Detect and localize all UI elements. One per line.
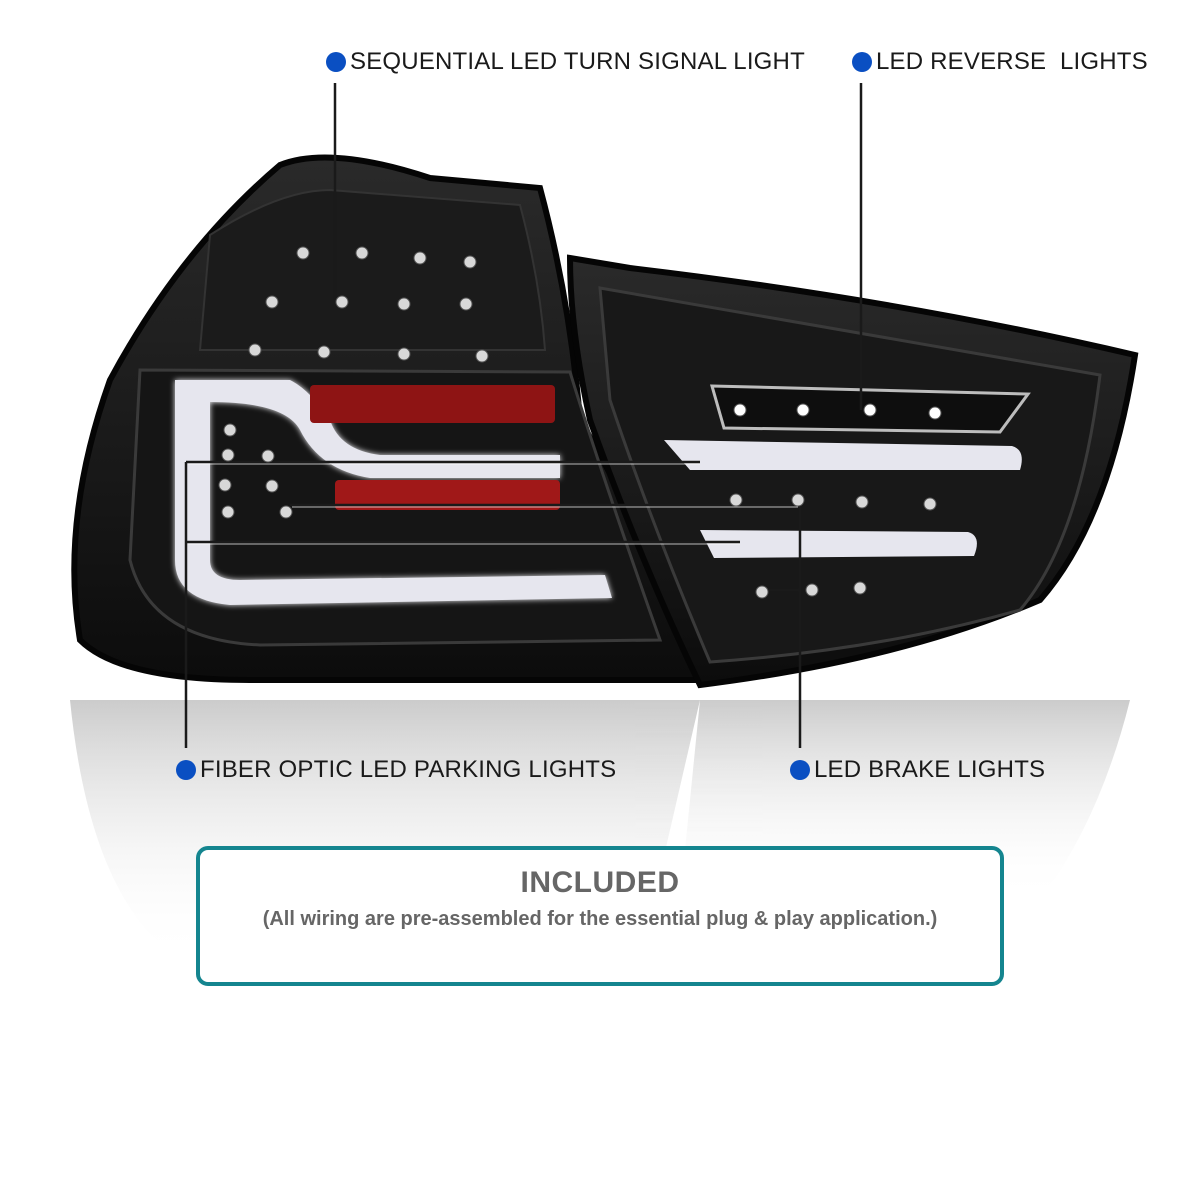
led-bulb — [755, 585, 769, 599]
led-bulb — [221, 505, 235, 519]
led-bulb — [335, 295, 349, 309]
led-bulb — [221, 448, 235, 462]
included-title: INCLUDED — [520, 866, 680, 899]
led-bulb — [413, 251, 427, 265]
led-bulb — [853, 581, 867, 595]
bullet-dot — [852, 52, 872, 72]
inner-tail-light — [566, 254, 1139, 689]
led-bulb — [863, 403, 877, 417]
callout-parking-label: FIBER OPTIC LED PARKING LIGHTS — [200, 756, 617, 783]
bullet-dot — [326, 52, 346, 72]
led-bulb — [317, 345, 331, 359]
leader-lines — [184, 83, 863, 748]
led-bulb — [805, 583, 819, 597]
included-subtitle: (All wiring are pre-assembled for the es… — [262, 908, 938, 930]
callout-turn-signal: SEQUENTIAL LED TURN SIGNAL LIGHT — [326, 48, 805, 76]
led-bulb — [223, 423, 237, 437]
led-bulb — [265, 479, 279, 493]
led-bulb — [261, 449, 275, 463]
led-bulb — [855, 495, 869, 509]
led-bulb — [355, 246, 369, 260]
led-bulb — [397, 347, 411, 361]
led-bulb — [279, 505, 293, 519]
led-bulb — [475, 349, 489, 363]
leader-lines-highlight — [188, 463, 798, 545]
led-bulb — [248, 343, 262, 357]
led-bulb — [791, 493, 805, 507]
led-bulb — [397, 297, 411, 311]
callout-reverse-label: LED REVERSE LIGHTS — [876, 48, 1148, 75]
callout-brake: LED BRAKE LIGHTS — [790, 756, 1045, 784]
led-bulb — [459, 297, 473, 311]
included-box: INCLUDED (All wiring are pre-assembled f… — [196, 846, 1004, 986]
bullet-dot — [790, 760, 810, 780]
led-layer — [218, 246, 942, 599]
led-bulb — [928, 406, 942, 420]
led-bulb — [463, 255, 477, 269]
led-bulb — [733, 403, 747, 417]
led-bulb — [296, 246, 310, 260]
led-bulb — [796, 403, 810, 417]
callout-turn-signal-label: SEQUENTIAL LED TURN SIGNAL LIGHT — [350, 48, 805, 75]
led-bulb — [218, 478, 232, 492]
callout-reverse: LED REVERSE LIGHTS — [852, 48, 1148, 76]
led-bulb — [923, 497, 937, 511]
callout-brake-label: LED BRAKE LIGHTS — [814, 756, 1046, 783]
led-bulb — [729, 493, 743, 507]
bullet-dot — [176, 760, 196, 780]
callout-parking: FIBER OPTIC LED PARKING LIGHTS — [176, 756, 616, 784]
led-bulb — [265, 295, 279, 309]
